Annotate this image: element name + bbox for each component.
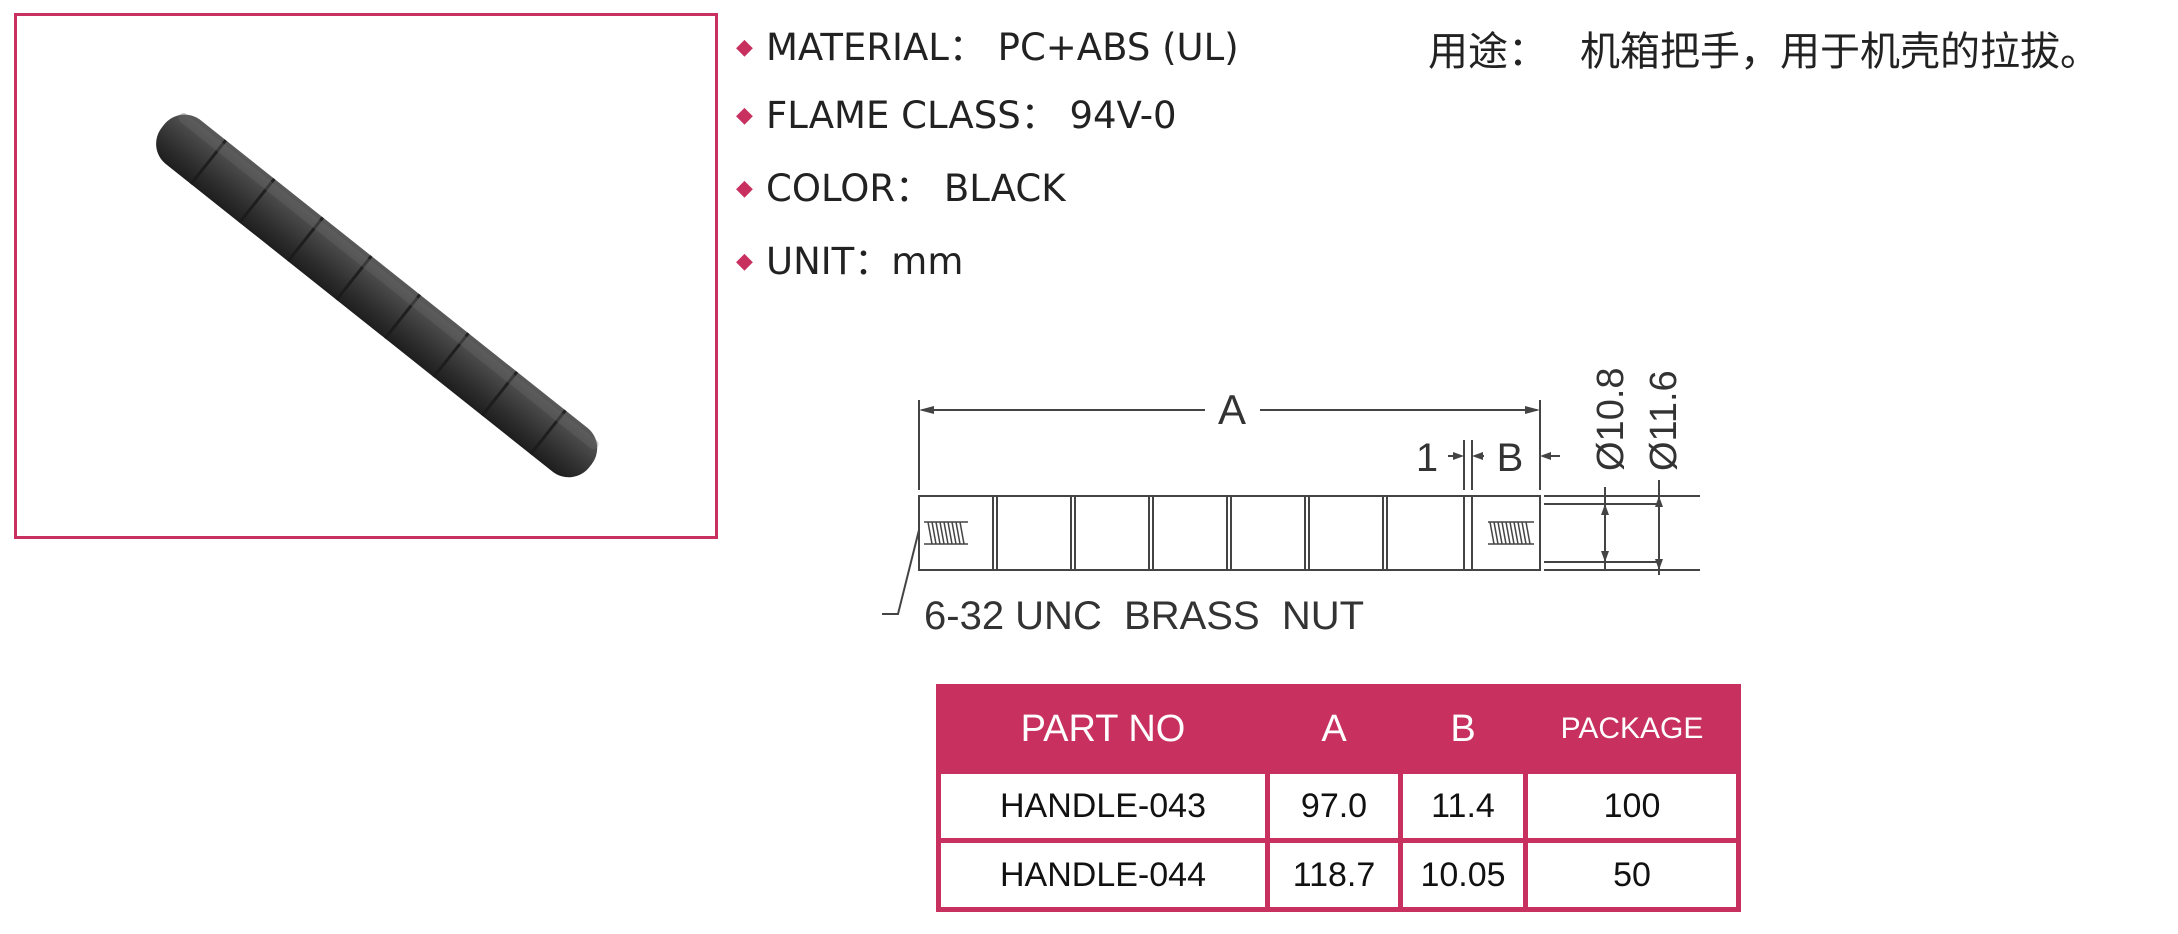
spec-key: COLOR [766,167,896,210]
table-row: HANDLE-043 97.0 11.4 100 [936,769,1741,843]
thread-insert-right [1488,521,1534,545]
parts-table: PART NO A B PACKAGE HANDLE-043 97.0 11.4… [936,684,1741,912]
spec-flame-class: ◆ FLAME CLASS： 94V-0 [736,86,1177,146]
usage-label: 用途： [1428,29,1548,75]
spec-material: ◆ MATERIAL： PC+ABS (UL) [736,18,1239,78]
spec-separator: ： [948,26,986,69]
diamond-bullet-icon: ◆ [736,103,753,128]
dim-label-a: A [1218,386,1246,433]
dim-label-1: 1 [1416,436,1438,480]
technical-drawing: A 1 B Ø10.8 Ø11.6 6-32 UNC BRASS NUT [882,367,1700,638]
dim-label-dia-inner: Ø10.8 [1590,367,1632,471]
spec-color: ◆ COLOR： BLACK [736,159,1065,219]
handle-body-outline [918,495,1541,571]
product-photo-frame [14,13,718,539]
col-header-b: B [1398,684,1528,774]
spec-separator: ： [1020,94,1058,137]
table-header-row: PART NO A B PACKAGE [936,684,1741,774]
callout-label: 6-32 UNC BRASS NUT [924,594,1364,638]
spec-value: mm [891,240,964,283]
cell-package: 50 [1523,838,1741,912]
col-header-part-no: PART NO [936,684,1270,774]
col-header-a: A [1265,684,1403,774]
dim-label-dia-outer: Ø11.6 [1643,370,1685,471]
cell-a: 97.0 [1265,769,1403,843]
callout-leader [882,529,920,615]
cell-b: 11.4 [1398,769,1528,843]
usage-text: 机箱把手，用于机壳的拉拔。 [1580,29,2100,75]
spec-key: UNIT [766,240,855,283]
spec-key: FLAME CLASS [766,94,1021,137]
spec-key: MATERIAL [766,26,949,69]
spec-value: BLACK [943,167,1066,210]
table-row: HANDLE-044 118.7 10.05 50 [936,838,1741,912]
spec-separator: ： [895,167,933,210]
thread-insert-left [924,521,968,545]
cell-part-no: HANDLE-043 [936,769,1270,843]
usage-note: 用途： 机箱把手，用于机壳的拉拔。 [1428,22,2100,82]
diamond-bullet-icon: ◆ [736,176,753,201]
cell-package: 100 [1523,769,1741,843]
col-header-package: PACKAGE [1523,684,1741,774]
spec-unit: ◆ UNIT：mm [736,232,963,292]
diamond-bullet-icon: ◆ [736,249,753,274]
spec-separator: ： [854,240,892,283]
cell-a: 118.7 [1265,838,1403,912]
arrowheads [919,406,1663,570]
diamond-bullet-icon: ◆ [736,35,753,60]
dim-label-b: B [1497,436,1524,480]
spec-value: PC+ABS (UL) [997,26,1239,69]
product-image [156,112,599,478]
spec-value: 94V-0 [1069,94,1177,137]
cell-b: 10.05 [1398,838,1528,912]
cell-part-no: HANDLE-044 [936,838,1270,912]
